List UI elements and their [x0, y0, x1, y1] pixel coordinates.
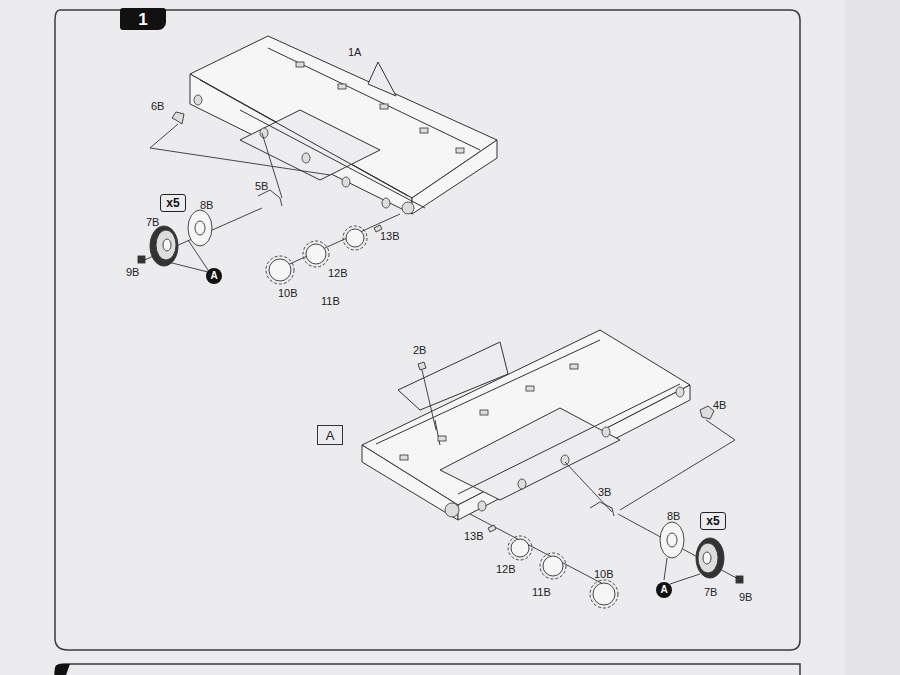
quantity-box-text: x5: [166, 197, 179, 209]
part-number: 12B: [496, 563, 516, 575]
color-callout: A: [206, 268, 222, 284]
part-number: 3B: [598, 486, 611, 498]
color-callout: A: [656, 582, 672, 598]
part-number: 9B: [739, 591, 752, 603]
part-number: 4B: [713, 399, 726, 411]
part-number: 8B: [200, 199, 213, 211]
quantity-box: x5: [700, 512, 726, 530]
part-number: 10B: [278, 287, 298, 299]
part-number: 10B: [594, 568, 614, 580]
quantity-box: x5: [160, 194, 186, 212]
subassembly-box: A: [317, 425, 343, 445]
color-callout-text: A: [210, 271, 217, 281]
part-number: 13B: [464, 530, 484, 542]
part-number: 11B: [532, 586, 551, 598]
part-number: 6B: [151, 100, 164, 112]
subassembly-box-text: A: [326, 429, 335, 442]
part-number: 12B: [328, 267, 348, 279]
part-number: 8B: [667, 510, 680, 522]
part-number: 9B: [126, 266, 139, 278]
color-callout-text: A: [660, 585, 667, 595]
step-number: 1: [120, 8, 166, 30]
part-number: 7B: [704, 586, 717, 598]
part-number: 13B: [380, 230, 400, 242]
part-number: 5B: [255, 180, 268, 192]
step-number-text: 1: [138, 11, 147, 28]
part-number: 11B: [321, 295, 340, 307]
quantity-box-text: x5: [706, 515, 719, 527]
part-number: 1A: [348, 46, 361, 58]
part-number: 2B: [413, 344, 426, 356]
part-number: 7B: [146, 216, 159, 228]
